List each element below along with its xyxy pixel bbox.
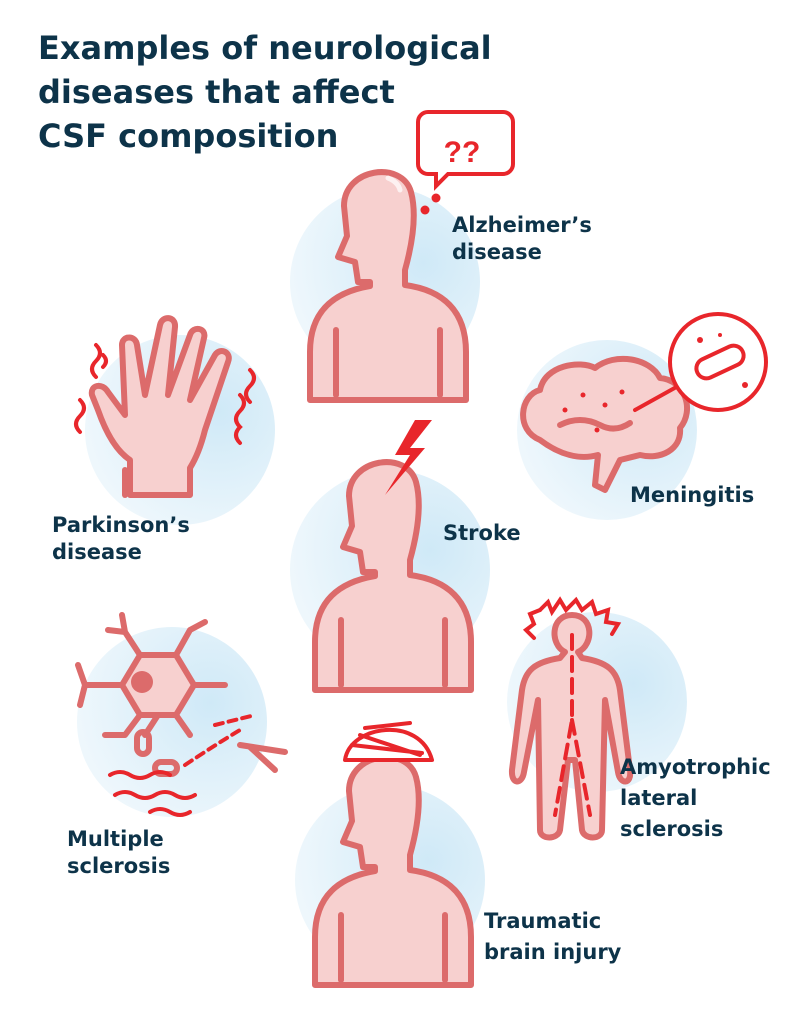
title-line-2: diseases that affect	[38, 73, 395, 111]
label-parkinsons: Parkinson’s disease	[52, 512, 190, 566]
label-tbi: Traumatic brain injury	[484, 906, 621, 968]
confused-person-icon: ??	[310, 110, 515, 400]
person-lightning-icon	[315, 420, 471, 690]
label-line: Alzheimer’s	[452, 213, 592, 237]
label-line: sclerosis	[620, 817, 724, 841]
label-meningitis: Meningitis	[630, 482, 754, 509]
label-line: Multiple	[67, 827, 164, 851]
page-title: Examples of neurological diseases that a…	[38, 26, 558, 158]
bubble-question-marks: ??	[444, 136, 481, 169]
title-line-1: Examples of neurological	[38, 29, 492, 67]
label-line: disease	[452, 240, 542, 264]
neuron-icon	[75, 612, 288, 817]
label-line: brain injury	[484, 940, 622, 964]
label-stroke: Stroke	[443, 520, 521, 547]
title-line-3: CSF composition	[38, 117, 339, 155]
label-line: sclerosis	[67, 854, 171, 878]
label-line: Meningitis	[630, 483, 755, 507]
label-line: Amyotrophic	[620, 755, 771, 779]
label-line: Stroke	[443, 521, 521, 545]
circle-ms	[77, 627, 267, 817]
label-line: Parkinson’s	[52, 513, 190, 537]
label-line: disease	[52, 540, 142, 564]
label-als: Amyotrophic lateral sclerosis	[620, 752, 771, 845]
label-line: Traumatic	[484, 909, 602, 933]
bandaged-head-icon	[315, 721, 471, 985]
label-line: lateral	[620, 786, 698, 810]
brain-bacteria-icon	[520, 312, 768, 493]
label-alzheimers: Alzheimer’s disease	[452, 212, 592, 266]
body-spine-icon	[508, 596, 634, 841]
trembling-hand-icon	[74, 315, 256, 498]
label-ms: Multiple sclerosis	[67, 826, 170, 880]
